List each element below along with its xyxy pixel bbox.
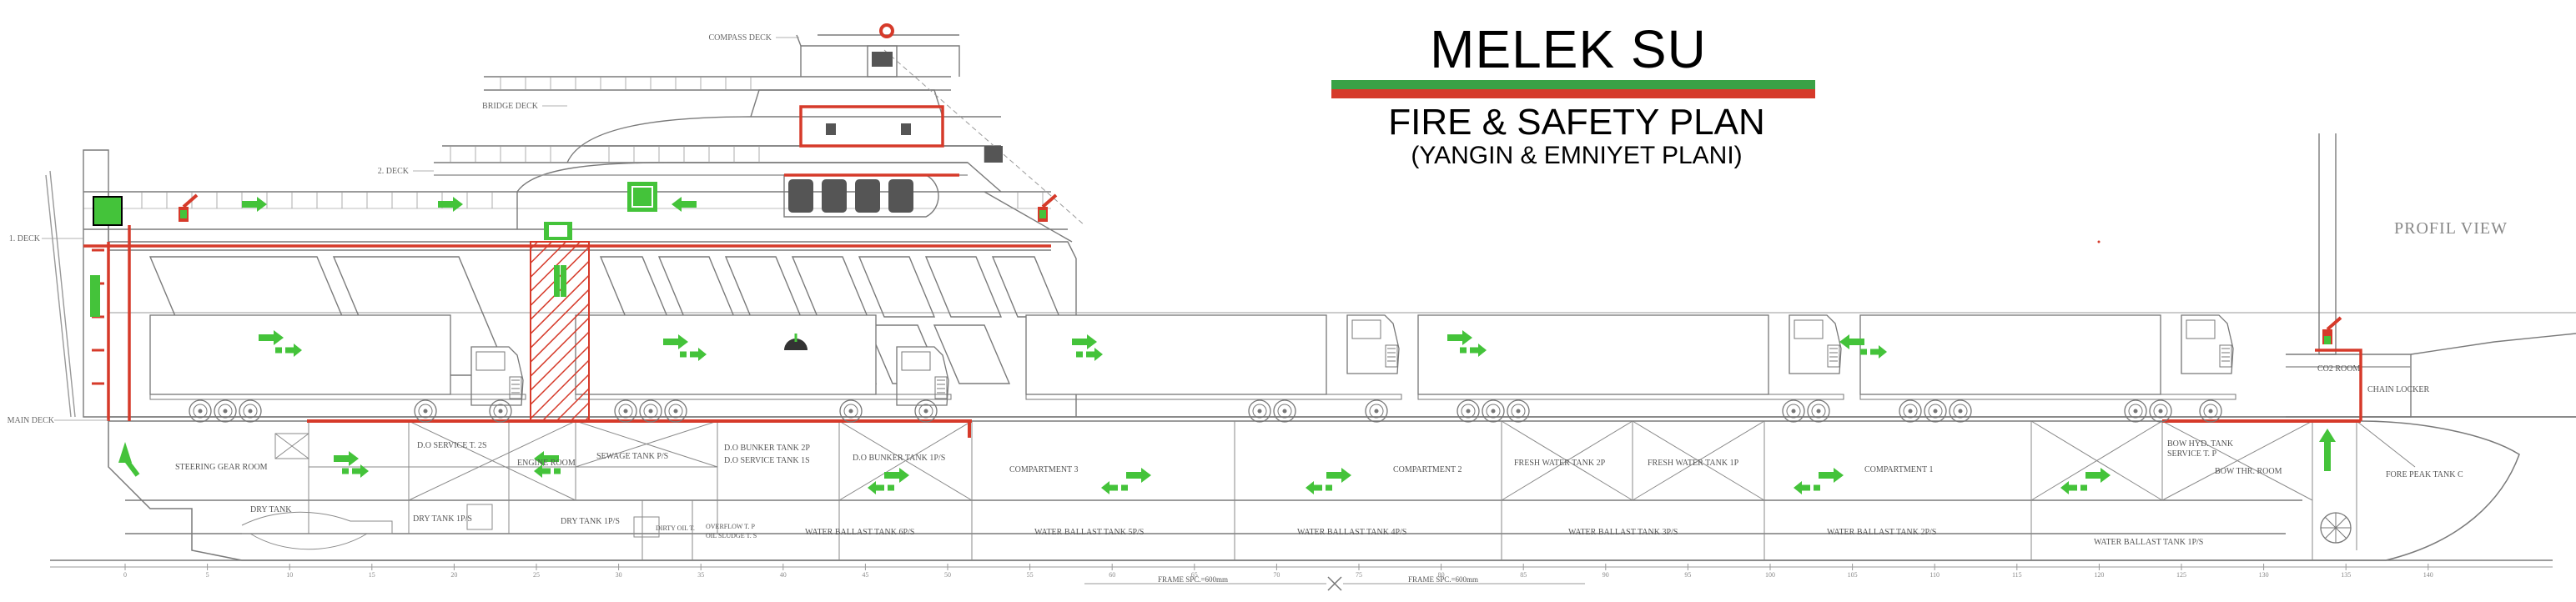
frame-number: 110 <box>1929 571 1940 579</box>
frame-number: 35 <box>697 571 704 579</box>
label-dry-tank: DRY TANK <box>250 505 292 514</box>
label-compartment-2: COMPARTMENT 2 <box>1393 465 1462 474</box>
truck-1 <box>149 314 526 423</box>
label-co2-room: CO2 ROOM <box>2317 364 2361 374</box>
view-label: PROFIL VIEW <box>2394 219 2508 238</box>
ship-name-title: MELEK SU <box>1430 19 1707 79</box>
frame-number: 120 <box>2094 571 2104 579</box>
deck-labels: COMPASS DECK BRIDGE DECK 2. DECK 1. DECK… <box>8 33 772 425</box>
hull-outline <box>50 420 2553 561</box>
deck-label-bridge: BRIDGE DECK <box>482 102 539 111</box>
frame-number: 140 <box>2423 571 2433 579</box>
frame-number: 125 <box>2176 571 2186 579</box>
label-steering-gear: STEERING GEAR ROOM <box>175 463 268 472</box>
label-do-service-1s: D.O SERVICE TANK 1S <box>724 456 810 465</box>
frame-number: 70 <box>1273 571 1280 579</box>
main-deck-fire-line <box>307 419 2361 438</box>
tank-divisions <box>241 420 2416 560</box>
escape-arrows <box>118 197 2111 494</box>
label-engine-room: ENGINE ROOM <box>517 459 576 468</box>
deck-label-main: MAIN DECK <box>8 416 55 425</box>
label-ballast-6: WATER BALLAST TANK 6P/S <box>805 528 914 537</box>
trucks <box>149 314 2236 423</box>
label-ballast-1: WATER BALLAST TANK 1P/S <box>2094 538 2203 547</box>
title-band-red <box>1331 89 1815 98</box>
deck-label-2: 2. DECK <box>378 167 410 176</box>
label-bow-service: SERVICE T. P <box>2167 449 2217 459</box>
label-ballast-3: WATER BALLAST TANK 3P/S <box>1568 528 1678 537</box>
frame-number: 55 <box>1027 571 1034 579</box>
label-dirty-oil: DIRTY OIL T. <box>656 524 695 532</box>
deck-label-compass: COMPASS DECK <box>709 33 772 43</box>
title-band-green <box>1331 80 1815 89</box>
escape-route-aft <box>90 275 100 317</box>
label-ballast-5: WATER BALLAST TANK 5P/S <box>1034 528 1144 537</box>
frame-number: 75 <box>1356 571 1362 579</box>
label-sludge: OIL SLUDGE T. S <box>706 532 757 539</box>
frame-spacing-aft: FRAME SPC.=600mm <box>1158 575 1228 584</box>
frame-spacing-fwd: FRAME SPC.=600mm <box>1408 575 1478 584</box>
truck-2 <box>575 314 952 423</box>
frame-number: 15 <box>369 571 375 579</box>
fire-monitor-bow <box>2322 316 2342 344</box>
label-fresh-water-1p: FRESH WATER TANK 1P <box>1648 459 1739 468</box>
label-fresh-water-2p: FRESH WATER TANK 2P <box>1514 459 1606 468</box>
fire-monitors <box>179 23 2342 344</box>
truck-5 <box>1859 314 2236 423</box>
frame-number: 25 <box>533 571 540 579</box>
frame-number: 135 <box>2341 571 2351 579</box>
truck-4 <box>1417 314 1844 423</box>
frame-number: 40 <box>780 571 787 579</box>
label-bow-thruster: BOW THR. ROOM <box>2215 467 2282 476</box>
bridge-windows <box>788 52 1003 213</box>
label-compartment-3: COMPARTMENT 3 <box>1009 465 1078 474</box>
label-dry-tank-ps1: DRY TANK 1P/S <box>413 514 472 524</box>
deck-label-1: 1. DECK <box>9 234 41 243</box>
label-compartment-1: COMPARTMENT 1 <box>1864 465 1933 474</box>
frame-number: 100 <box>1765 571 1775 579</box>
safety-symbols <box>90 182 2352 544</box>
frame-number: 95 <box>1684 571 1691 579</box>
sprinkler-icon <box>784 339 808 350</box>
frame-number: 60 <box>1109 571 1115 579</box>
lifebuoy-icon <box>879 23 894 38</box>
label-do-service-ps: D.O SERVICE T. 2S <box>417 441 487 450</box>
frame-number: 80 <box>1438 571 1445 579</box>
fire-monitor-fwd <box>1038 193 1058 222</box>
truck-3 <box>1025 314 1402 423</box>
frame-number: 85 <box>1520 571 1527 579</box>
frame-number: 90 <box>1602 571 1609 579</box>
plan-subtitle-turkish: (YANGIN & EMNIYET PLANI) <box>1411 142 1743 169</box>
frame-number: 65 <box>1191 571 1198 579</box>
label-overflow: OVERFLOW T. P <box>706 523 755 530</box>
label-dry-tank-ps2: DRY TANK 1P/S <box>561 517 620 526</box>
label-ballast-4: WATER BALLAST TANK 4P/S <box>1297 528 1406 537</box>
frame-number: 130 <box>2259 571 2269 579</box>
frame-number: 50 <box>944 571 951 579</box>
label-chain-locker: CHAIN LOCKER <box>2367 385 2429 394</box>
label-fore-peak: FORE PEAK TANK C <box>2386 470 2463 479</box>
room-labels: STEERING GEAR ROOM D.O SERVICE T. 2S ENG… <box>175 364 2463 547</box>
deck-leaders <box>42 37 799 421</box>
plan-subtitle: FIRE & SAFETY PLAN <box>1388 102 1765 143</box>
label-do-bunker-1ps: D.O BUNKER TANK 1P/S <box>853 454 945 463</box>
label-sewage: SEWAGE TANK P/S <box>596 452 668 461</box>
frame-number: 30 <box>616 571 622 579</box>
superstructure <box>45 34 2576 421</box>
assembly-station-icon <box>93 196 123 226</box>
fire-monitor-aft <box>179 193 199 222</box>
frame-number: 20 <box>450 571 457 579</box>
label-bow-hyd: BOW HYD. TANK <box>2167 439 2234 449</box>
label-do-bunker-2p: D.O BUNKER TANK 2P <box>724 444 810 453</box>
frame-number: 115 <box>2012 571 2022 579</box>
label-ballast-2: WATER BALLAST TANK 2P/S <box>1827 528 1936 537</box>
frame-number: 105 <box>1848 571 1858 579</box>
frame-number: 10 <box>286 571 293 579</box>
frame-number: 45 <box>862 571 868 579</box>
frame-scale: 0 5 10 15 20 25 30 35 40 45 50 55 60 65 70 75 80 85 90 95 10… <box>50 564 2553 591</box>
frame-number: 0 <box>123 571 127 579</box>
frame-number: 5 <box>206 571 209 579</box>
